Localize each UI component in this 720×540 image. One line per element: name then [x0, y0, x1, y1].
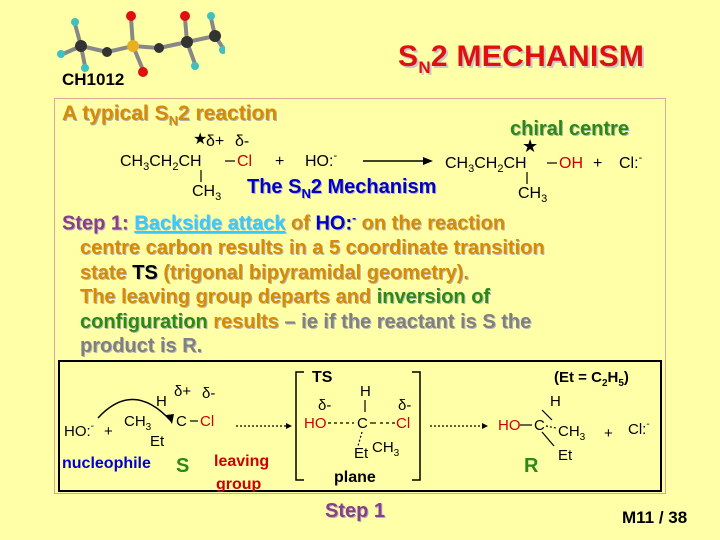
step1-description: Step 1: Backside attack of HO:- on the r…: [62, 211, 545, 358]
diagram-carbon: C: [176, 413, 187, 430]
mechanism-subtitle: The SN2 Mechanism: [247, 176, 437, 201]
delta-plus: δ+: [206, 133, 224, 150]
diagram-delta-plus: δ+: [174, 383, 191, 400]
leaving-label: leaving: [214, 453, 269, 470]
delta-minus: δ-: [235, 133, 249, 150]
product-hydroxyl-diagram: HO: [498, 417, 521, 434]
molecule-model-logo: [57, 11, 225, 77]
course-code: CH1012: [62, 70, 125, 89]
ts-delta-minus-right: δ-: [398, 397, 411, 414]
ts-carbon: C: [357, 415, 368, 432]
chiral-star: ★: [522, 136, 538, 156]
leaving-chlorine: Cl: [237, 153, 252, 170]
diagram-chlorine: Cl: [200, 413, 214, 430]
product-methyl: CH3: [518, 185, 547, 204]
diagram-nucleophile: HO:-: [64, 421, 94, 440]
plus-sign-2: +: [593, 155, 602, 172]
reaction-equation: ★ δ+ δ- CH3CH2CH Cl CH3 + HO:- ★ CH3CH2C…: [120, 131, 643, 204]
product-chloride: Cl:-: [628, 419, 650, 438]
ts-chlorine: Cl: [396, 415, 410, 432]
r-config-label: R: [524, 455, 539, 477]
s-config-label: S: [176, 455, 189, 477]
diagram-delta-minus: δ-: [202, 385, 215, 402]
product-carbon: C: [534, 417, 545, 434]
chloride-ion: Cl:-: [619, 152, 643, 172]
reactant-methyl: CH3: [192, 183, 221, 203]
diagram-h: H: [156, 393, 167, 410]
product-formula: CH3CH2CH: [445, 155, 527, 175]
ts-hydroxyl: HO: [304, 415, 327, 432]
diagram-ch3: CH3: [124, 413, 152, 433]
hydroxide-nucleophile: HO:-: [305, 150, 337, 170]
ts-delta-minus-left: δ-: [318, 397, 331, 414]
plus-sign: +: [275, 153, 284, 170]
product-hydroxyl: OH: [559, 155, 583, 172]
ts-et: Et: [354, 445, 369, 462]
mechanism-diagram: HO:- + H δ+ δ- CH3 C Cl Et nucleophile S…: [58, 360, 662, 492]
diagram-plus: +: [104, 423, 113, 440]
nucleophile-label: nucleophile: [62, 455, 151, 472]
product-h: H: [550, 393, 561, 410]
et-definition: (Et = C2H5): [554, 369, 629, 389]
plane-label: plane: [334, 469, 376, 486]
reactant-formula: CH3CH2CH: [120, 153, 202, 173]
product-plus: +: [604, 425, 613, 442]
reaction-heading: A typical SN2 reaction: [62, 102, 278, 129]
product-et: Et: [558, 447, 573, 464]
ts-label: TS: [312, 369, 333, 386]
page-number: M11 / 38: [622, 508, 688, 527]
step1-footer-label: Step 1: [325, 500, 386, 522]
star-marker: ★: [193, 131, 207, 148]
slide-title: SN2 MECHANISM: [398, 40, 645, 77]
ts-h: H: [360, 383, 371, 400]
ts-ch3: CH3: [372, 439, 400, 459]
diagram-et: Et: [150, 433, 165, 450]
content-frame: [54, 98, 666, 494]
product-ch3: CH3: [558, 423, 586, 443]
group-label: group: [216, 476, 262, 492]
chiral-centre-label: chiral centre: [510, 118, 629, 140]
